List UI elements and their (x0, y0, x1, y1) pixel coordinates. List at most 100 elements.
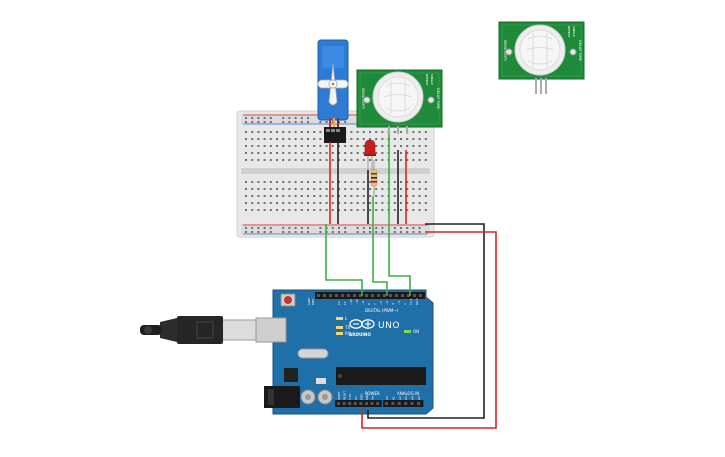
breadboard-rail-hole[interactable] (257, 121, 260, 123)
breadboard-hole[interactable] (251, 202, 254, 204)
digital-header[interactable] (315, 292, 425, 299)
breadboard-hole[interactable] (356, 152, 359, 154)
breadboard-hole[interactable] (412, 152, 415, 154)
breadboard-hole[interactable] (424, 159, 427, 161)
breadboard-hole[interactable] (282, 159, 285, 161)
breadboard-rail-hole[interactable] (393, 231, 396, 233)
breadboard-hole[interactable] (393, 181, 396, 183)
breadboard-hole[interactable] (294, 159, 297, 161)
breadboard-rail-hole[interactable] (319, 121, 322, 123)
header-pin[interactable] (397, 402, 401, 405)
breadboard-hole[interactable] (319, 209, 322, 211)
breadboard-rail-hole[interactable] (251, 227, 254, 229)
breadboard-hole[interactable] (393, 209, 396, 211)
breadboard-hole[interactable] (294, 202, 297, 204)
breadboard-rail-hole[interactable] (288, 117, 291, 119)
breadboard-hole[interactable] (424, 131, 427, 133)
breadboard-rail-hole[interactable] (294, 227, 297, 229)
breadboard-hole[interactable] (294, 195, 297, 197)
breadboard-hole[interactable] (269, 138, 272, 140)
breadboard-hole[interactable] (257, 181, 260, 183)
breadboard-hole[interactable] (412, 145, 415, 147)
breadboard-hole[interactable] (269, 202, 272, 204)
header-pin[interactable] (391, 402, 395, 405)
breadboard-hole[interactable] (307, 131, 309, 133)
breadboard-hole[interactable] (245, 131, 247, 133)
breadboard-hole[interactable] (319, 181, 322, 183)
breadboard-hole[interactable] (257, 159, 260, 161)
breadboard-hole[interactable] (288, 195, 291, 197)
breadboard-rail-hole[interactable] (282, 117, 285, 119)
breadboard-rail-hole[interactable] (344, 121, 347, 123)
servo-motor[interactable] (317, 39, 349, 128)
breadboard-hole[interactable] (338, 202, 340, 204)
breadboard-hole[interactable] (344, 159, 347, 161)
breadboard-rail-hole[interactable] (400, 231, 402, 233)
breadboard-hole[interactable] (393, 188, 396, 190)
breadboard-hole[interactable] (400, 188, 402, 190)
breadboard-rail-hole[interactable] (406, 231, 409, 233)
breadboard-hole[interactable] (362, 145, 365, 147)
breadboard-hole[interactable] (412, 181, 415, 183)
breadboard-hole[interactable] (406, 202, 409, 204)
breadboard-hole[interactable] (257, 145, 260, 147)
breadboard-hole[interactable] (424, 195, 427, 197)
breadboard-hole[interactable] (269, 209, 272, 211)
breadboard-hole[interactable] (356, 195, 359, 197)
breadboard-hole[interactable] (269, 181, 272, 183)
breadboard-rail-hole[interactable] (331, 227, 334, 229)
breadboard-hole[interactable] (375, 159, 378, 161)
breadboard-hole[interactable] (300, 138, 303, 140)
breadboard-hole[interactable] (344, 202, 347, 204)
breadboard-hole[interactable] (418, 131, 421, 133)
breadboard-hole[interactable] (344, 209, 347, 211)
breadboard-hole[interactable] (338, 188, 340, 190)
breadboard-hole[interactable] (338, 145, 340, 147)
breadboard-rail-hole[interactable] (251, 231, 254, 233)
header-pin[interactable] (342, 402, 346, 405)
breadboard-rail-hole[interactable] (307, 227, 309, 229)
header-pin[interactable] (376, 402, 380, 405)
resistor[interactable] (370, 160, 378, 196)
breadboard-hole[interactable] (325, 188, 328, 190)
breadboard-hole[interactable] (251, 131, 254, 133)
breadboard-hole[interactable] (350, 138, 353, 140)
breadboard-hole[interactable] (331, 188, 334, 190)
header-pin[interactable] (341, 294, 344, 297)
header-pin[interactable] (377, 294, 380, 297)
breadboard-hole[interactable] (294, 152, 297, 154)
arduino-uno-board[interactable]: L TX RX ON UNO ARDUINO DIGITAL (PWM~) PO… (255, 289, 434, 415)
breadboard-hole[interactable] (325, 209, 328, 211)
breadboard-hole[interactable] (325, 202, 328, 204)
breadboard-hole[interactable] (400, 145, 402, 147)
breadboard-hole[interactable] (300, 181, 303, 183)
breadboard-hole[interactable] (393, 138, 396, 140)
breadboard-hole[interactable] (381, 138, 384, 140)
breadboard-hole[interactable] (344, 181, 347, 183)
breadboard-rail-hole[interactable] (375, 231, 378, 233)
breadboard-rail-hole[interactable] (282, 231, 285, 233)
breadboard-hole[interactable] (400, 138, 402, 140)
breadboard-hole[interactable] (418, 159, 421, 161)
breadboard-hole[interactable] (400, 195, 402, 197)
breadboard-rail-hole[interactable] (325, 121, 328, 123)
breadboard-hole[interactable] (276, 195, 278, 197)
breadboard-hole[interactable] (282, 188, 285, 190)
breadboard-hole[interactable] (424, 138, 427, 140)
header-pin[interactable] (329, 294, 332, 297)
breadboard-hole[interactable] (350, 152, 353, 154)
breadboard-rail-hole[interactable] (338, 227, 340, 229)
breadboard-rail-hole[interactable] (282, 121, 285, 123)
breadboard-hole[interactable] (263, 209, 266, 211)
breadboard-hole[interactable] (356, 159, 359, 161)
breadboard-hole[interactable] (325, 181, 328, 183)
breadboard-hole[interactable] (288, 131, 291, 133)
breadboard-hole[interactable] (412, 195, 415, 197)
header-pin[interactable] (347, 294, 350, 297)
breadboard-hole[interactable] (375, 202, 378, 204)
breadboard-hole[interactable] (381, 152, 384, 154)
breadboard-hole[interactable] (276, 188, 278, 190)
breadboard-hole[interactable] (350, 202, 353, 204)
breadboard-hole[interactable] (288, 202, 291, 204)
breadboard-hole[interactable] (313, 138, 316, 140)
